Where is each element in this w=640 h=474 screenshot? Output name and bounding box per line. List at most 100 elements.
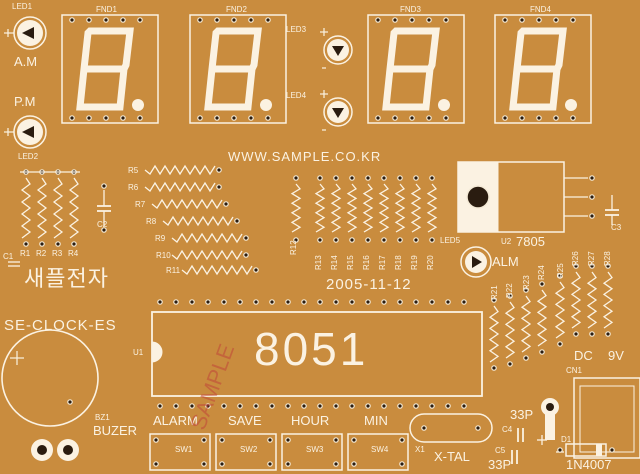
r-pad	[605, 263, 611, 269]
fnd-pin	[69, 115, 75, 121]
mount-hole-2	[63, 445, 73, 455]
mcu-pin	[157, 403, 163, 409]
mcu-pin	[157, 299, 163, 305]
fnd-pin	[375, 17, 381, 23]
c4-label: C4	[502, 425, 513, 434]
r-pad	[573, 263, 579, 269]
r-pad	[523, 355, 529, 361]
r-pad	[23, 241, 29, 247]
fnd3-label: FND3	[400, 5, 421, 14]
seven-segment-digit	[509, 27, 567, 111]
diode-label: 1N4007	[566, 457, 612, 472]
resistor-r27	[586, 271, 598, 329]
mcu-pin	[205, 299, 211, 305]
korean-logo: 새플전자	[24, 266, 109, 291]
r-pad	[234, 218, 240, 224]
r-pad	[293, 175, 299, 181]
c5-label: C5	[495, 446, 506, 455]
sw-pin	[285, 437, 291, 443]
led3-label: LED3	[286, 25, 307, 34]
resistor-r20	[426, 183, 438, 233]
fnd2-outline	[189, 14, 287, 124]
r-pad	[413, 237, 419, 243]
power-cap-body	[545, 400, 555, 440]
mcu-pin	[429, 403, 435, 409]
xtal-pin	[421, 425, 427, 431]
fnd-pin	[426, 17, 432, 23]
fnd2-label: FND2	[226, 5, 247, 14]
x1-label: X1	[415, 445, 425, 454]
sw-pin	[201, 461, 207, 467]
fnd-pin	[265, 115, 271, 121]
reg-pad	[589, 213, 595, 219]
sw-pin	[153, 437, 159, 443]
r-pad	[573, 331, 579, 337]
resistor-r22	[504, 301, 516, 359]
resistor-r9	[171, 232, 243, 244]
r23-label: R23	[522, 275, 531, 290]
mcu-pin	[317, 299, 323, 305]
r-pad	[589, 263, 595, 269]
fnd-pin	[502, 17, 508, 23]
mcu-pin	[253, 299, 259, 305]
r2-label: R2	[36, 249, 47, 258]
fnd-pin	[137, 17, 143, 23]
mcu-pin	[301, 403, 307, 409]
resistor-r26	[570, 271, 582, 329]
mcu-pin	[445, 403, 451, 409]
buzzer-outline	[1, 329, 99, 427]
r26-label: R26	[571, 251, 580, 266]
resistor-r5	[144, 164, 216, 176]
r25-label: R25	[556, 263, 565, 278]
r-pad	[539, 281, 545, 287]
fnd-pin	[536, 115, 542, 121]
r-pad	[216, 184, 222, 190]
decimal-point	[132, 99, 144, 111]
r17-label: R17	[378, 255, 387, 270]
r18-label: R18	[394, 255, 403, 270]
fnd4-label: FND4	[530, 5, 551, 14]
resistor-r28	[602, 271, 614, 329]
resistor-r6	[144, 181, 216, 193]
r3-label: R3	[52, 249, 63, 258]
cap-33p-bottom: 33P	[488, 457, 512, 472]
mcu-pin	[333, 403, 339, 409]
seven-segment-digit	[382, 27, 440, 111]
r-pad	[317, 175, 323, 181]
resistor-r4	[68, 177, 80, 239]
r-pad	[397, 175, 403, 181]
sw-pin	[333, 437, 339, 443]
crystal-outline	[409, 413, 493, 443]
mcu-pin	[189, 299, 195, 305]
led2-label: LED2	[18, 152, 39, 161]
fnd-pin	[409, 17, 415, 23]
resistor-r18	[394, 183, 406, 233]
resistor-r19	[410, 183, 422, 233]
r-pad	[223, 201, 229, 207]
r13-label: R13	[314, 255, 323, 270]
mcu-pin	[397, 299, 403, 305]
fnd3-outline	[367, 14, 465, 124]
fnd-pin	[214, 115, 220, 121]
resistor-r25	[554, 281, 566, 339]
fnd1-label: FND1	[96, 5, 117, 14]
r24-label: R24	[537, 265, 546, 280]
resistor-r8	[162, 215, 234, 227]
fnd-pin	[248, 17, 254, 23]
mcu-pin	[221, 299, 227, 305]
led1-glyph	[22, 27, 34, 39]
fnd-pin	[392, 115, 398, 121]
r27-label: R27	[587, 251, 596, 266]
xtal-label: X-TAL	[434, 449, 470, 464]
alm-label: ALM	[492, 254, 519, 269]
resistor-r7	[151, 198, 223, 210]
led5-label: LED5	[440, 236, 461, 245]
seven-segment-digit	[204, 27, 262, 111]
fnd4-outline	[494, 14, 592, 124]
buzzer-pin	[67, 399, 73, 405]
mcu-pin	[285, 403, 291, 409]
r-pad	[605, 331, 611, 337]
reg-pad	[589, 194, 595, 200]
mcu-pin	[269, 299, 275, 305]
power-cap-hole	[546, 403, 554, 411]
